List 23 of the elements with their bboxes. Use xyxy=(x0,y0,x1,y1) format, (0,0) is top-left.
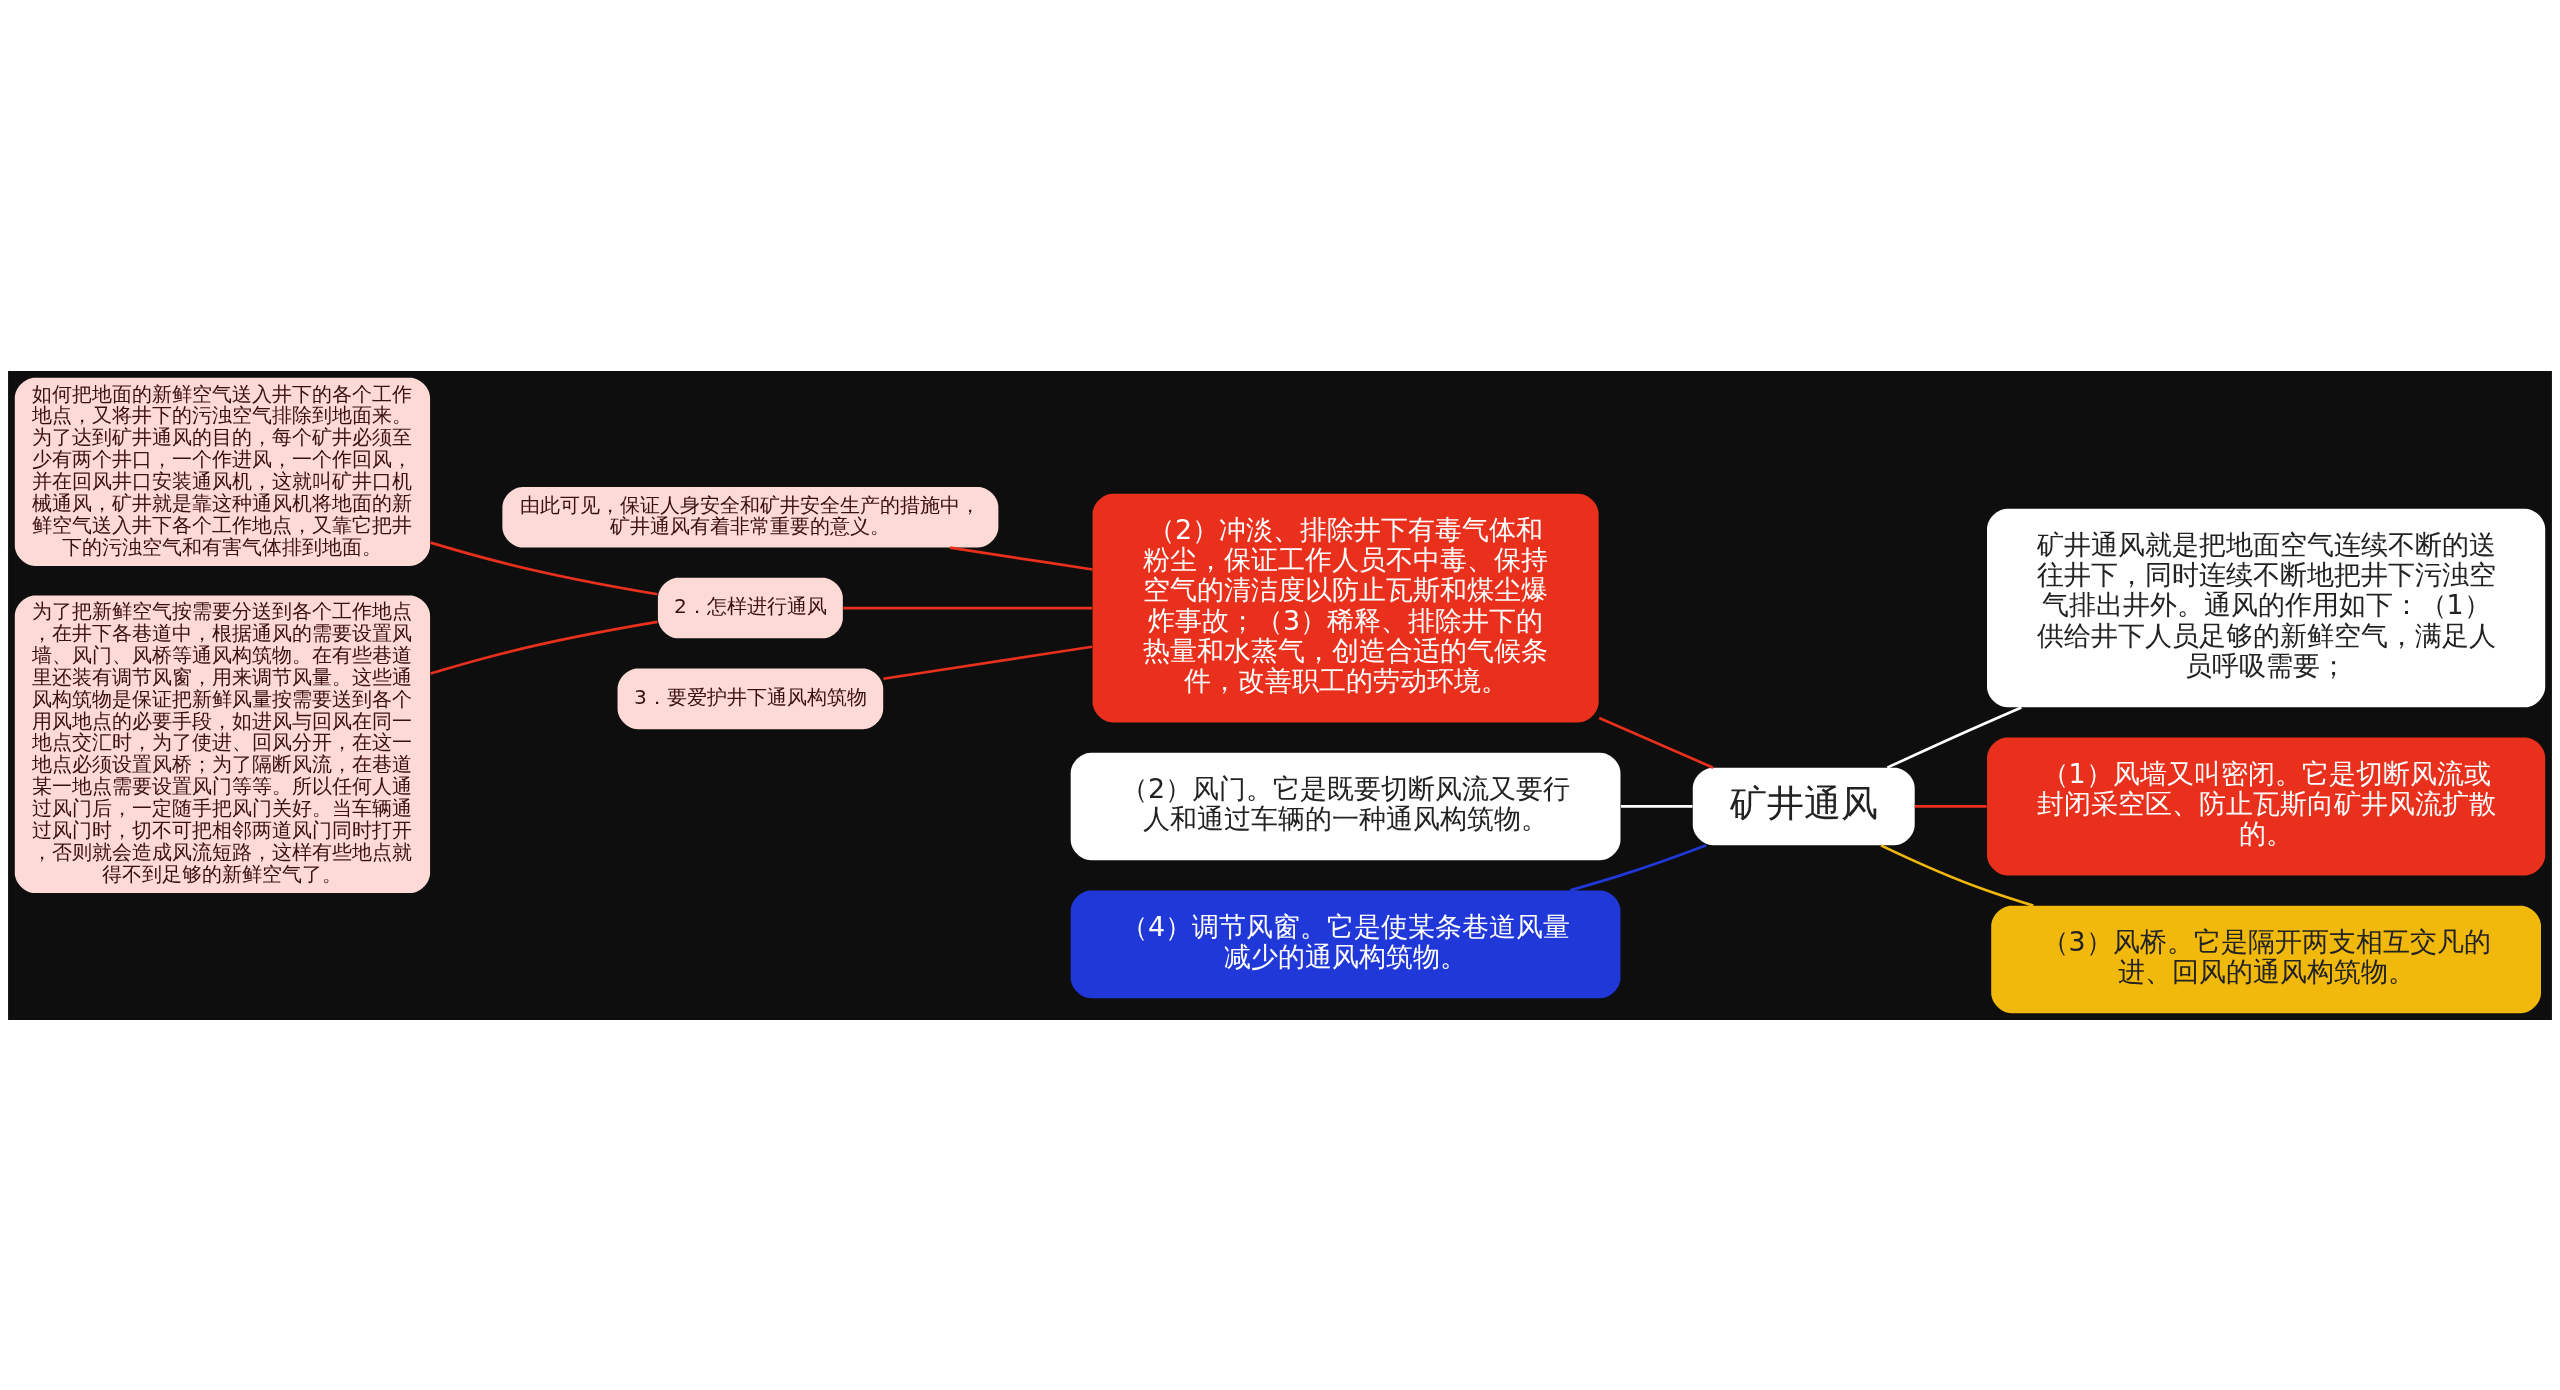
connector xyxy=(430,540,658,596)
node-box: 3．要爱护井下通风构筑物 xyxy=(617,668,884,729)
connector xyxy=(949,545,1093,571)
node-box: 矿井通风 xyxy=(1692,767,1915,845)
node-box: 矿井通风就是把地面空气连续不断的送往井下，同时连续不断地把井下污浊空气排出井外。通风的作用如下：（1）供给井下人员足够的新鲜空气，满足人员呼吸需要； xyxy=(1987,508,2546,707)
node-box: （4）调节风窗。它是使某条巷道风量减少的通风构筑物。 xyxy=(1070,890,1621,998)
connector xyxy=(1880,843,2034,907)
connector xyxy=(1569,843,1707,892)
connector xyxy=(1914,804,1987,808)
connector xyxy=(883,644,1093,680)
node-box: 2．怎样进行通风 xyxy=(657,577,843,638)
node-box: （1）风墙又叫密闭。它是切断风流或封闭采空区、防止瓦斯向矿井风流扩散的。 xyxy=(1987,737,2546,875)
node-box: （2）风门。它是既要切断风流又要行人和通过车辆的一种通风构筑物。 xyxy=(1070,752,1621,860)
connector xyxy=(843,606,1093,609)
connector xyxy=(1598,716,1714,769)
node-box: 为了把新鲜空气按需要分送到各个工作地点，在井下各巷道中，根据通风的需要设置风墙、风门、风桥等通风构筑物。在有些巷道里还装有调节风窗，用来调节风量。这些通风构筑物是保证把新鲜风量按需要送到各个用风地点的必要手段，如进风与回风在同一地点交汇时，为了使进、回风分开，在这一地点必须设置风桥；为了隔断风流，在巷道某一地点需要设置风门等等。所以任何人通过风门后，一定随手把风门关好。当车辆通过风门时，切不可把相邻两道风门同时打开，否则就会造成风流短路，这样有些地点就得不到足够的新鲜空气了。 xyxy=(14,594,431,893)
connector xyxy=(1886,705,2022,769)
node-box: （2）冲淡、排除井下有毒气体和粉尘，保证工作人员不中毒、保持空气的清洁度以防止瓦斯和煤尘爆炸事故；（3）稀释、排除井下的热量和水蒸气，创造合适的气候条件，改善职工的劳动环境。 xyxy=(1092,493,1599,722)
connector xyxy=(430,620,658,675)
node-box: 由此可见，保证人身安全和矿井安全生产的措施中，矿井通风有着非常重要的意义。 xyxy=(502,486,999,548)
connector xyxy=(1621,804,1693,808)
node-box: 如何把地面的新鲜空气送入井下的各个工作地点，又将井下的污浊空气排除到地面来。为了达到矿井通风的目的，每个矿井必须至少有两个井口，一个作进风，一个作回风，并在回风井口安装通风机，这就叫矿井口机械通风，矿井就是靠这种通风机将地面的新鲜空气送入井下各个工作地点，又靠它把井下的污浊空气和有害气体排到地面。 xyxy=(14,377,431,566)
node-box: （3）风桥。它是隔开两支相互交凡的进、回风的通风构筑物。 xyxy=(1991,905,2541,1013)
